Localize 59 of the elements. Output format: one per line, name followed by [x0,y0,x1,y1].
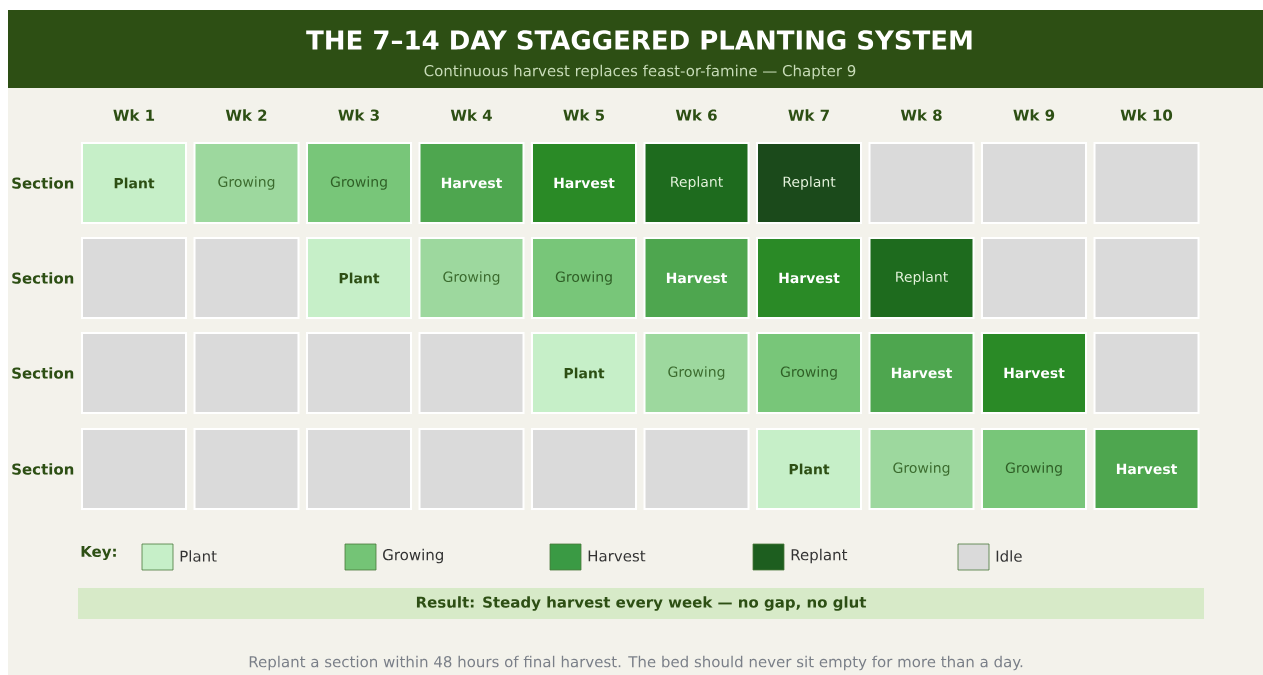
stage-cell: Growing [756,332,862,414]
column-header: Wk 10 [1120,109,1173,121]
stage-cell: Plant [531,332,637,414]
column-header: Wk 5 [563,109,605,121]
column-header: Wk 8 [900,109,942,121]
idle-cell [193,428,300,510]
idle-cell [1093,142,1200,224]
column-header: Wk 4 [450,109,492,121]
idle-cell [531,428,637,510]
column-header: Wk 9 [1013,109,1055,121]
stage-cell: Harvest [868,332,975,414]
stage-cell: Replant [643,142,750,224]
footnote: Replant a section within 48 hours of final harvest. The bed should never sit empty for more than a day. [249,655,1023,671]
stage-cell: Harvest [643,237,750,319]
idle-cell [643,428,750,510]
legend-label: Harvest [588,550,646,562]
idle-cell [81,237,187,319]
idle-cell [1093,237,1200,319]
subtitle: Continuous harvest replaces feast-or-famine — Chapter 9 [424,64,856,80]
stage-cell: Plant [756,428,862,510]
idle-cell [981,142,1087,224]
stage-cell: Growing [643,332,750,414]
result-banner: Result: Steady harvest every week — no gap, no glut [78,588,1204,619]
legend-label: Idle [996,550,1022,562]
stage-cell: Harvest [981,332,1087,414]
stage-cell: Growing [981,428,1087,510]
stage-cell: Harvest [756,237,862,319]
stage-cell: Harvest [1093,428,1200,510]
idle-cell [418,332,525,414]
legend-title: Key: [81,545,116,561]
column-header: Wk 1 [113,109,155,121]
stage-cell: Replant [868,237,975,319]
stage-cell: Growing [306,142,412,224]
column-header: Wk 6 [675,109,717,121]
column-header: Wk 7 [788,109,829,121]
idle-cell [193,237,300,319]
idle-cell [81,428,187,510]
column-header: Wk 2 [225,109,267,121]
stage-cell: Harvest [418,142,525,224]
stage-cell: Growing [193,142,300,224]
stage-cell: Growing [418,237,525,319]
idle-cell [306,428,412,510]
idle-cell [868,142,975,224]
stage-cell: Growing [531,237,637,319]
idle-cell [81,332,187,414]
stage-cell: Growing [868,428,975,510]
column-header: Wk 3 [338,109,379,121]
idle-cell [193,332,300,414]
legend-label: Replant [791,548,848,564]
stage-cell: Plant [81,142,187,224]
stage-cell: Replant [756,142,862,224]
idle-cell [306,332,412,414]
idle-cell [1093,332,1200,414]
legend-label: Growing [383,548,443,564]
idle-cell [418,428,525,510]
stage-cell: Plant [306,237,412,319]
idle-cell [981,237,1087,319]
legend-label: Plant [180,550,217,562]
stage-cell: Harvest [531,142,637,224]
